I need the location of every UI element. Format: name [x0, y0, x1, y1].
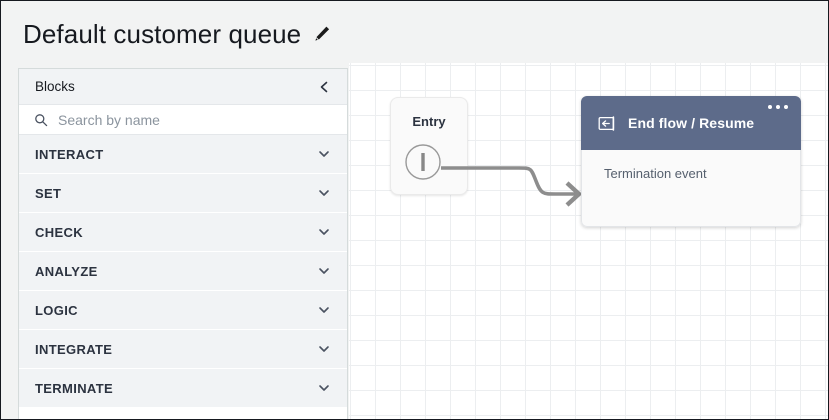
category-label: TERMINATE	[35, 380, 114, 396]
output-port-icon[interactable]	[403, 142, 443, 182]
sidebar-item-check[interactable]: CHECK	[19, 213, 347, 252]
search-input[interactable]	[58, 111, 298, 128]
kebab-menu-icon[interactable]	[768, 105, 788, 109]
end-flow-node-title: End flow / Resume	[628, 115, 755, 131]
sidebar-item-logic[interactable]: LOGIC	[19, 291, 347, 330]
end-flow-icon	[597, 113, 617, 133]
chevron-down-icon[interactable]	[315, 301, 333, 319]
search-row[interactable]	[19, 105, 347, 135]
sidebar-item-integrate[interactable]: INTEGRATE	[19, 330, 347, 369]
chevron-down-icon[interactable]	[315, 379, 333, 397]
category-label: ANALYZE	[35, 263, 98, 279]
chevron-down-icon[interactable]	[315, 262, 333, 280]
sidebar-header: Blocks	[19, 69, 347, 105]
chevron-down-icon[interactable]	[315, 145, 333, 163]
chevron-down-icon[interactable]	[315, 184, 333, 202]
category-label: CHECK	[35, 224, 83, 240]
end-flow-node-body: Termination event	[581, 150, 801, 227]
category-label: SET	[35, 185, 62, 201]
entry-node[interactable]: Entry	[390, 97, 468, 195]
page-header: Default customer queue	[1, 1, 828, 67]
pencil-icon[interactable]	[312, 24, 332, 44]
sidebar-item-terminate[interactable]: TERMINATE	[19, 369, 347, 408]
blocks-sidebar: Blocks INTERACT	[18, 68, 348, 419]
chevron-left-icon[interactable]	[315, 78, 333, 96]
sidebar-title: Blocks	[35, 79, 75, 94]
end-flow-body-label: Termination event	[604, 166, 707, 181]
chevron-down-icon[interactable]	[315, 340, 333, 358]
search-icon	[33, 112, 49, 128]
category-label: INTERACT	[35, 146, 104, 162]
category-label: LOGIC	[35, 302, 78, 318]
block-category-list: INTERACT SET CHECK	[19, 135, 347, 408]
entry-node-label: Entry	[412, 114, 446, 129]
end-flow-node-header: End flow / Resume	[581, 96, 801, 150]
page-title: Default customer queue	[23, 19, 302, 49]
chevron-down-icon[interactable]	[315, 223, 333, 241]
flow-canvas[interactable]: Entry	[349, 63, 828, 419]
sidebar-item-interact[interactable]: INTERACT	[19, 135, 347, 174]
sidebar-item-analyze[interactable]: ANALYZE	[19, 252, 347, 291]
category-label: INTEGRATE	[35, 341, 113, 357]
sidebar-item-set[interactable]: SET	[19, 174, 347, 213]
end-flow-resume-node[interactable]: End flow / Resume Termination event	[581, 96, 801, 227]
